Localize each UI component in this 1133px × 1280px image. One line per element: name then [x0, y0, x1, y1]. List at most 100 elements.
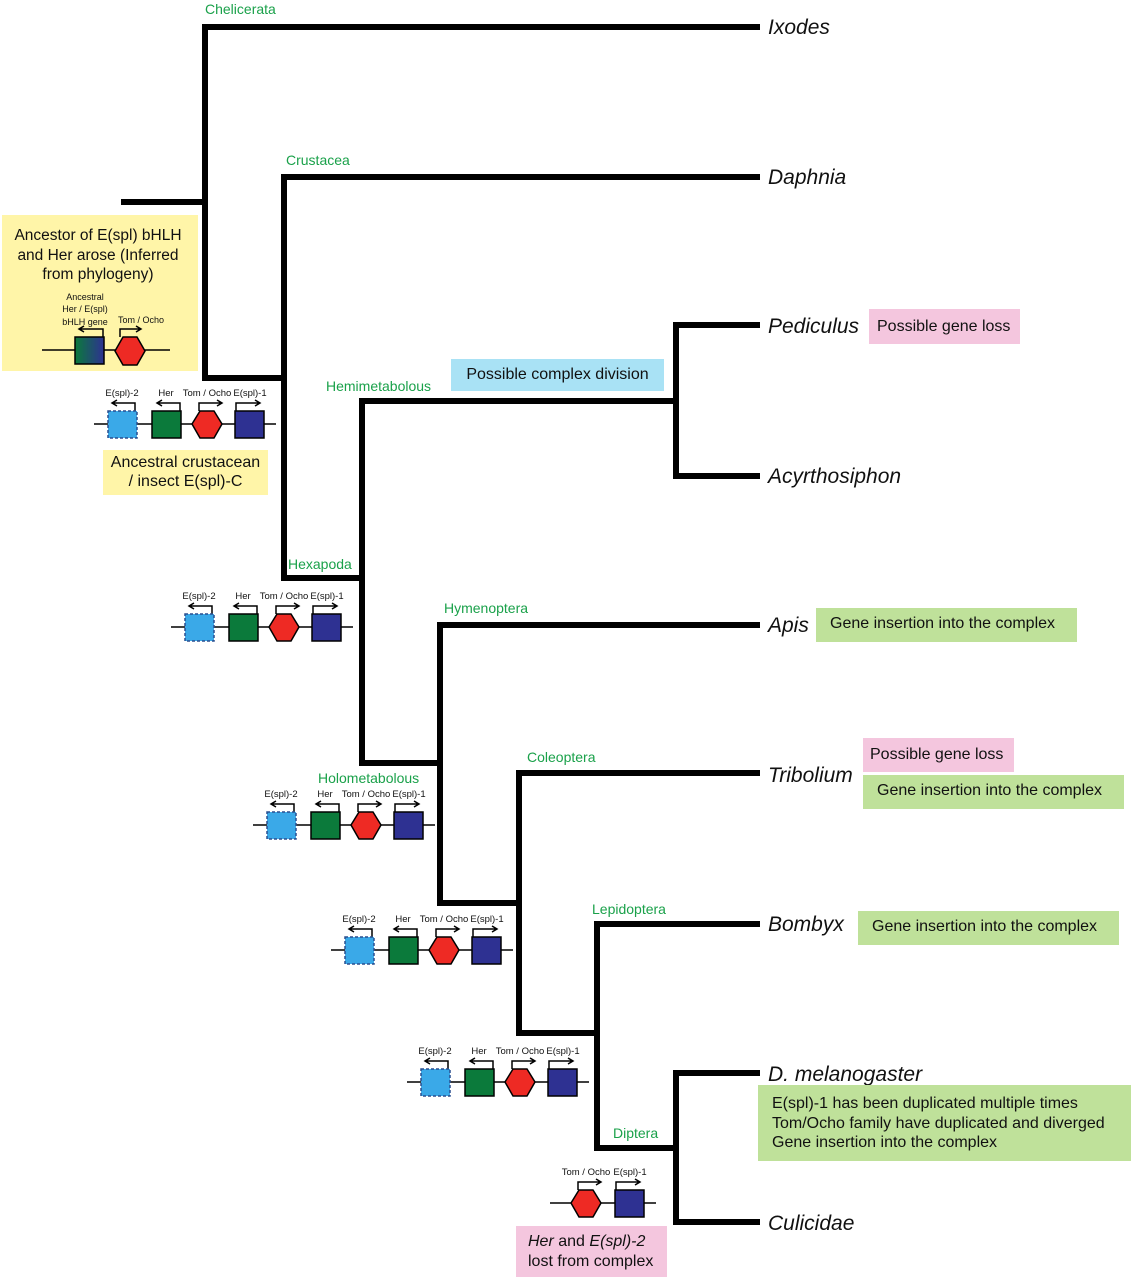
- espl1-label: E(spl)-1: [392, 789, 425, 800]
- her-arrow: [468, 1057, 494, 1069]
- tom-ocho-hexagon: [504, 1068, 536, 1097]
- espl2-arrow: [187, 602, 213, 614]
- culicidae-her-text: Her: [528, 1233, 554, 1250]
- espl1-arrow: [615, 1178, 642, 1190]
- ancestral-tom-label: Tom / Ocho: [118, 315, 164, 325]
- taxon-d-melanogaster: D. melanogaster: [768, 1063, 923, 1086]
- espl1-label: E(spl)-1: [470, 914, 503, 925]
- her-gene-box: [228, 613, 259, 642]
- tom-ocho-hexagon: [191, 410, 223, 439]
- apis-insertion-text: Gene insertion into the complex: [830, 615, 1056, 632]
- branch-tribolium: [516, 770, 760, 1036]
- culicidae-espl2-text: E(spl)-2: [589, 1233, 646, 1250]
- branch-hemimetabolous: [359, 398, 679, 766]
- tom-ocho-hexagon: [350, 811, 382, 840]
- dmel-text-3: Gene insertion into the complex: [772, 1134, 998, 1151]
- taxon-ixodes: Ixodes: [768, 16, 830, 39]
- tom-ocho-label: Tom / Ocho: [342, 789, 391, 800]
- taxon-pediculus: Pediculus: [768, 315, 860, 338]
- espl1-gene-box: [311, 613, 342, 642]
- complex-division-text: Possible complex division: [466, 366, 649, 383]
- espl2-label: E(spl)-2: [182, 591, 215, 602]
- tom-ocho-label: Tom / Ocho: [562, 1167, 611, 1178]
- her-gene-box: [151, 410, 182, 439]
- dmel-text-1: E(spl)-1 has been duplicated multiple ti…: [772, 1095, 1078, 1112]
- tom-ocho-label: Tom / Ocho: [496, 1046, 545, 1057]
- clade-chelicerata: Chelicerata: [205, 1, 276, 17]
- clade-diptera: Diptera: [613, 1125, 658, 1141]
- her-label: Her: [395, 914, 410, 925]
- clade-hymenoptera: Hymenoptera: [444, 600, 528, 616]
- her-gene-box: [388, 936, 419, 965]
- ancestral-gene-box: [74, 336, 105, 365]
- espl1-arrow: [472, 925, 499, 937]
- taxon-culicidae: Culicidae: [768, 1212, 854, 1235]
- her-arrow: [392, 925, 418, 937]
- complex-division-box: Possible complex division: [451, 359, 664, 391]
- espl2-label: E(spl)-2: [264, 789, 297, 800]
- bombyx-insertion-text: Gene insertion into the complex: [872, 918, 1098, 935]
- espl2-gene-box: [266, 811, 297, 840]
- taxon-labels: Ixodes Daphnia Pediculus Acyrthosiphon A…: [766, 16, 923, 1235]
- her-arrow: [155, 399, 181, 411]
- branch-bombyx: [594, 921, 760, 1151]
- her-label: Her: [471, 1046, 486, 1057]
- culicidae-and-text: and: [558, 1233, 585, 1250]
- culicidae-loss-line-1: Her and E(spl)-2: [528, 1232, 655, 1252]
- tom-ocho-label: Tom / Ocho: [183, 388, 232, 399]
- espl2-arrow: [110, 399, 136, 411]
- tribolium-insertion-box: Gene insertion into the complex: [863, 775, 1124, 809]
- espl2-label: E(spl)-2: [342, 914, 375, 925]
- tom-arrow: [357, 800, 383, 812]
- tom-arrow: [275, 602, 301, 614]
- tom-ocho-label: Tom / Ocho: [260, 591, 309, 602]
- ancestral-arrow-left: [77, 325, 104, 337]
- her-label: Her: [317, 789, 332, 800]
- tree-branches: [121, 24, 760, 1225]
- ancestor-text-3: from phylogeny): [42, 266, 153, 283]
- espl1-label: E(spl)-1: [546, 1046, 579, 1057]
- dmel-annotation-box: E(spl)-1 has been duplicated multiple ti…: [758, 1085, 1131, 1161]
- bombyx-insertion-box: Gene insertion into the complex: [858, 911, 1119, 945]
- tom-arrow: [511, 1057, 537, 1069]
- espl1-gene-box: [471, 936, 502, 965]
- culicidae-lost-text: lost from complex: [528, 1252, 654, 1270]
- clade-holometabolous: Holometabolous: [318, 770, 419, 786]
- her-arrow: [314, 800, 340, 812]
- tom-ocho-hexagon: [570, 1189, 602, 1218]
- espl1-label: E(spl)-1: [310, 591, 343, 602]
- ancestral-label-1: Ancestral: [66, 292, 104, 302]
- taxon-bombyx: Bombyx: [768, 913, 845, 936]
- tom-arrow: [435, 925, 461, 937]
- taxon-apis: Apis: [766, 614, 809, 637]
- espl1-gene-box: [393, 811, 424, 840]
- branch-daphnia: [281, 174, 760, 581]
- tribolium-insertion-text: Gene insertion into the complex: [877, 782, 1103, 799]
- espl1-arrow: [548, 1057, 575, 1069]
- taxon-acyrthosiphon: Acyrthosiphon: [766, 465, 901, 488]
- branch-dmel-culicidae: [673, 1070, 760, 1225]
- espl1-gene-box: [234, 410, 265, 439]
- pediculus-loss-box: Possible gene loss: [869, 309, 1020, 344]
- tribolium-loss-text: Possible gene loss: [870, 746, 1004, 763]
- ancestor-text-2: and Her arose (Inferred: [17, 247, 178, 264]
- ancestral-gene-diagram: Ancestor of E(spl) bHLH and Her arose (I…: [2, 215, 198, 371]
- espl2-gene-box: [344, 936, 375, 965]
- espl2-arrow: [423, 1057, 449, 1069]
- taxon-tribolium: Tribolium: [768, 764, 853, 787]
- clade-crustacea: Crustacea: [286, 152, 350, 168]
- espl2-label: E(spl)-2: [105, 388, 138, 399]
- clade-hemimetabolous: Hemimetabolous: [326, 378, 431, 394]
- tom-arrow: [577, 1178, 603, 1190]
- branch-ixodes: [202, 24, 760, 381]
- dmel-text-2: Tom/Ocho family have duplicated and dive…: [772, 1114, 1105, 1132]
- ancestral-crustacean-text-1: Ancestral crustacean: [110, 454, 261, 471]
- her-gene-box: [310, 811, 341, 840]
- her-label: Her: [158, 388, 173, 399]
- ancestral-arrow-right: [119, 325, 143, 337]
- clade-labels: Chelicerata Crustacea Hemimetabolous Hex…: [205, 1, 666, 1141]
